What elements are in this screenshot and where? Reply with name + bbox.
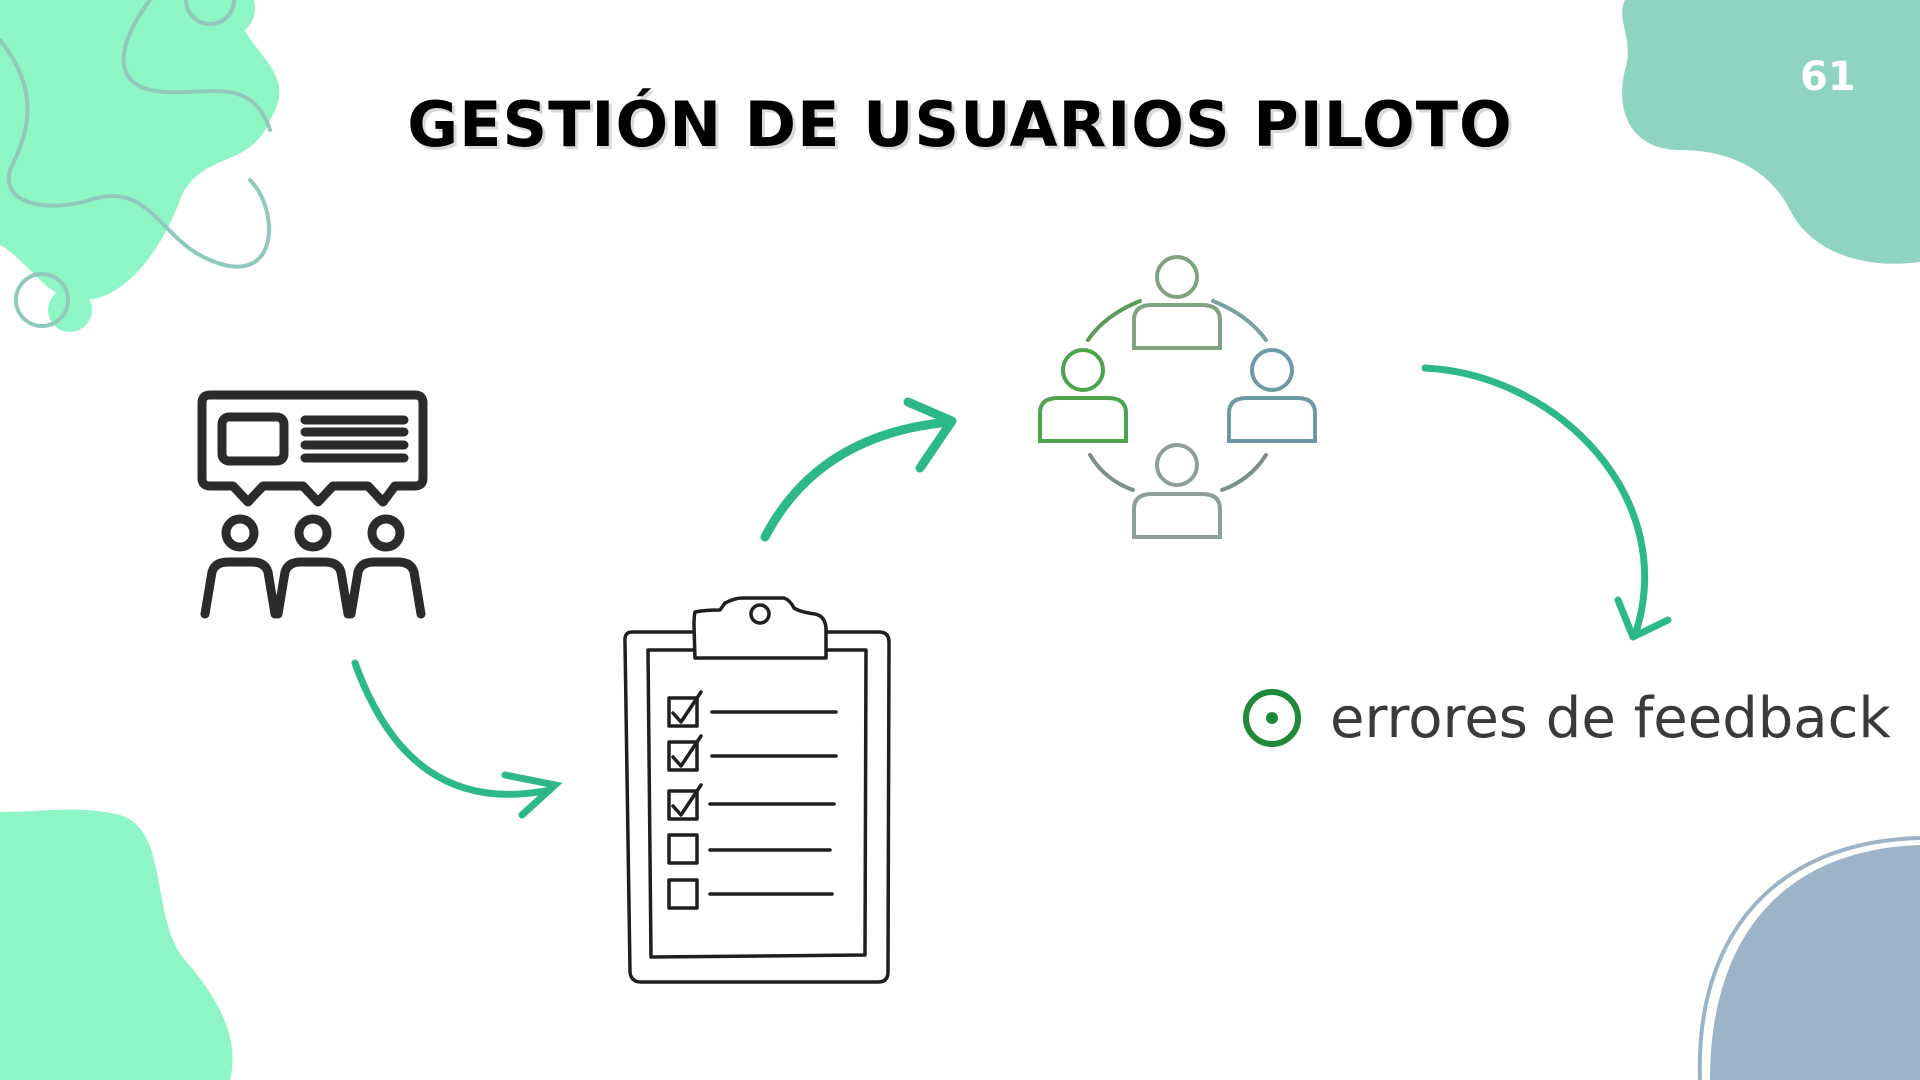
- blob-top-left: [0, 0, 280, 301]
- squiggle-line: [0, 0, 272, 269]
- slide-title: GESTIÓN DE USUARIOS PILOTO: [407, 88, 1513, 161]
- flow-arrow-2: [760, 397, 957, 542]
- ring-small-1: [14, 272, 70, 328]
- flow-arrow-1: [351, 659, 563, 819]
- flow-arrow-3: [1421, 364, 1672, 641]
- blob-bottom-left: [0, 809, 233, 1080]
- blob-bottom-right: [1710, 845, 1920, 1080]
- blob-bottom-right-ring: [1697, 836, 1920, 1080]
- clipboard-checklist-icon: [623, 596, 891, 984]
- people-network-cycle-icon: [1038, 255, 1317, 539]
- presentation-audience-icon: [197, 390, 428, 619]
- page-number: 61: [1800, 54, 1856, 100]
- radio-dot-icon: [1243, 689, 1301, 747]
- ring-small-2: [184, 0, 236, 26]
- feedback-label: errores de feedback: [1330, 686, 1891, 751]
- blob-top-right: [1622, 0, 1920, 264]
